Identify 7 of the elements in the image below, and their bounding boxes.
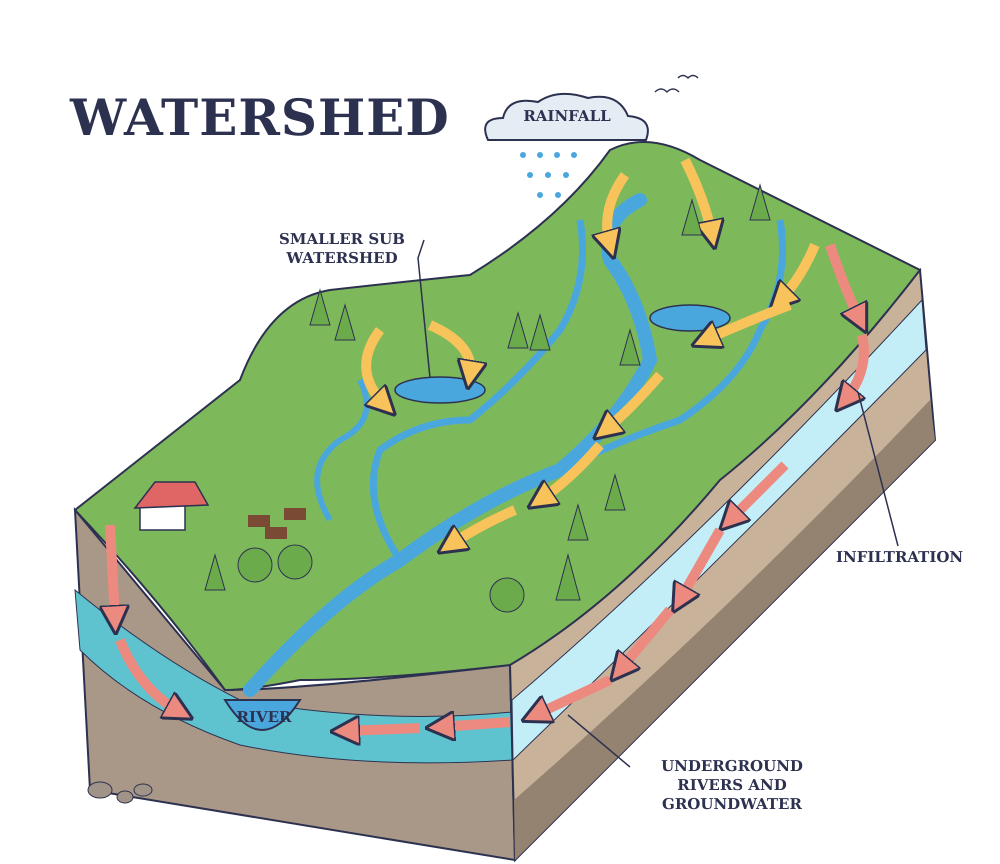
callout-label: UNDERGROUND RIVERS AND GROUNDWATER	[632, 757, 832, 814]
callout-label: INFILTRATION	[836, 548, 960, 567]
leader-line	[568, 714, 630, 768]
callout-label: SMALLER SUB WATERSHED	[262, 230, 422, 268]
leader-line	[417, 240, 431, 378]
title-heading: WATERSHED	[70, 88, 450, 147]
leader-line	[857, 392, 899, 546]
